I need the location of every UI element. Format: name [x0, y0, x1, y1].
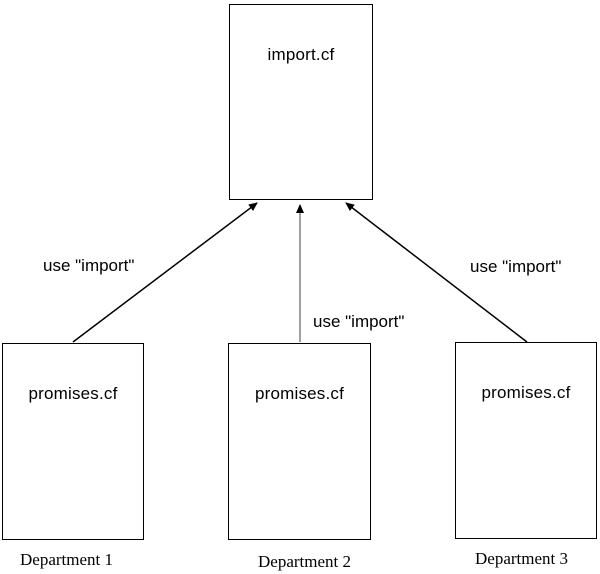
- edge-label-dept1-use-import: use "import": [43, 256, 135, 275]
- edge-label-dept3-use-import: use "import": [470, 257, 562, 276]
- node-import-cf: import.cf: [229, 4, 373, 200]
- edge-label-dept2-use-import: use "import": [313, 312, 405, 331]
- caption-department-2: Department 2: [258, 552, 351, 571]
- node-promises-cf-dept3-label: promises.cf: [481, 383, 571, 402]
- node-promises-cf-dept1-label: promises.cf: [28, 384, 118, 403]
- caption-department-3: Department 3: [475, 549, 568, 568]
- node-promises-cf-dept2-label: promises.cf: [254, 384, 345, 403]
- node-promises-cf-dept2: promises.cf: [228, 343, 371, 540]
- node-promises-cf-dept3: promises.cf: [455, 342, 597, 539]
- node-promises-cf-dept1: promises.cf: [2, 343, 144, 540]
- caption-department-1: Department 1: [20, 550, 113, 569]
- node-import-cf-label: import.cf: [267, 45, 335, 64]
